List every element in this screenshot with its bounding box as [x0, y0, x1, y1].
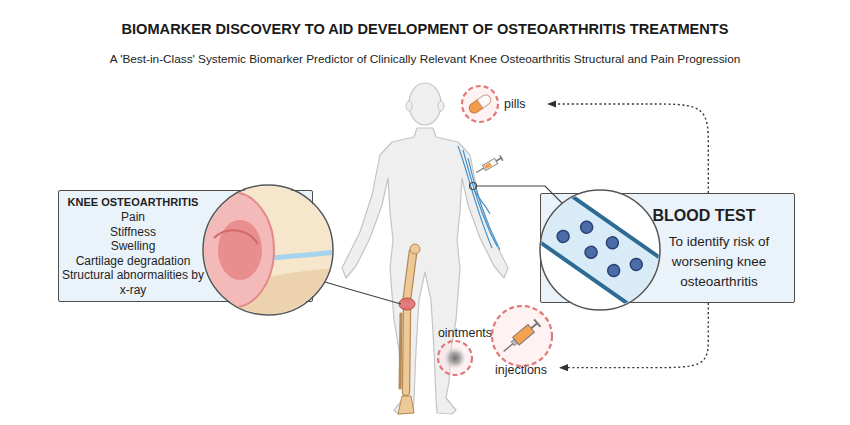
needle-hub — [511, 339, 517, 345]
tibia — [406, 310, 407, 392]
vein — [458, 146, 492, 248]
pill-capsule — [467, 93, 492, 115]
plunger-cap — [500, 155, 503, 160]
knee-inset — [190, 182, 336, 320]
test-box: BLOOD TEST To identify risk of worsening … — [540, 193, 795, 303]
box-body: To identify risk of worsening knee osteo… — [649, 232, 789, 292]
joint-space — [236, 252, 336, 262]
blood-inset — [510, 175, 690, 324]
treatment-label: pills — [504, 96, 548, 112]
injection-site — [470, 183, 477, 190]
tibia-outline — [406, 310, 407, 392]
plunger — [531, 323, 537, 328]
leader-line — [477, 186, 564, 204]
symptom-item: Cartilage degradation — [59, 254, 207, 269]
lower-bone — [203, 268, 336, 320]
body-silhouette — [342, 128, 508, 414]
barrel — [513, 324, 535, 345]
capsule-half — [477, 93, 493, 108]
ear — [438, 101, 444, 111]
vein — [474, 190, 490, 214]
femur-head — [410, 244, 420, 254]
barrel-fluid — [484, 162, 492, 169]
foot-bones — [398, 396, 414, 414]
vein — [468, 158, 500, 250]
capsule-half — [467, 100, 483, 115]
arm-syringe — [475, 155, 503, 175]
needle — [504, 344, 513, 352]
blood-cell — [628, 256, 645, 273]
symptom-item: Swelling — [59, 239, 207, 254]
condition-box: KNEE OSTEOARTHRITISPainStiffnessSwelling… — [58, 190, 313, 302]
leader-line — [325, 282, 401, 304]
plunger — [496, 158, 501, 161]
vein — [463, 150, 497, 246]
subtitle: A 'Best-in-Class' Systemic Biomarker Pre… — [0, 52, 850, 67]
cartilage-edge — [214, 230, 258, 244]
dashed-circle — [492, 306, 552, 366]
treatment-circle: pills — [460, 84, 548, 124]
dashed-arrow — [548, 104, 708, 193]
treatment-label: ointments — [420, 325, 510, 341]
knee-leader-line — [325, 282, 401, 304]
inset-background — [540, 190, 660, 310]
dashed-circle — [438, 341, 472, 375]
title: BIOMARKER DISCOVERY TO AID DEVELOPMENT O… — [0, 21, 850, 38]
ointment-dot — [444, 347, 466, 369]
inset-border — [540, 190, 660, 310]
box-heading: KNEE OSTEOARTHRITIS — [59, 195, 207, 209]
head — [409, 83, 441, 125]
arm-veins — [458, 146, 500, 250]
knee-joint — [399, 298, 415, 310]
symptom-item: Stiffness — [59, 225, 207, 240]
box-heading: BLOOD TEST — [629, 206, 779, 226]
blood-vessel — [510, 175, 690, 324]
symptom-item: Structural abnormalities by x-ray — [59, 268, 207, 297]
blood-cell — [578, 219, 595, 236]
ear — [406, 101, 412, 111]
dashed-arrow — [560, 303, 708, 368]
joint-capsule — [190, 192, 274, 308]
barrel — [483, 158, 498, 170]
blood-cell — [555, 228, 572, 245]
bone-area — [200, 182, 336, 318]
plunger-cap — [534, 319, 540, 327]
symptom-item: Pain — [59, 210, 207, 225]
inflamed-tissue — [218, 220, 262, 280]
blood-cell — [605, 262, 622, 279]
dashed-circle — [462, 86, 498, 122]
blood-cell — [604, 234, 621, 251]
blood-leader-line — [470, 183, 564, 205]
blood-cell — [583, 244, 600, 261]
leg-bones — [398, 244, 420, 414]
vessel-wall — [542, 175, 689, 278]
treatment-circle: injections — [482, 304, 560, 378]
vessel-wall — [510, 221, 657, 324]
femur — [407, 252, 413, 298]
fibula — [400, 314, 401, 388]
inset-border — [203, 185, 333, 315]
injection-syringe — [500, 319, 540, 355]
femur-outline — [407, 252, 413, 298]
treatment-label: injections — [482, 362, 560, 378]
needle — [476, 168, 484, 173]
